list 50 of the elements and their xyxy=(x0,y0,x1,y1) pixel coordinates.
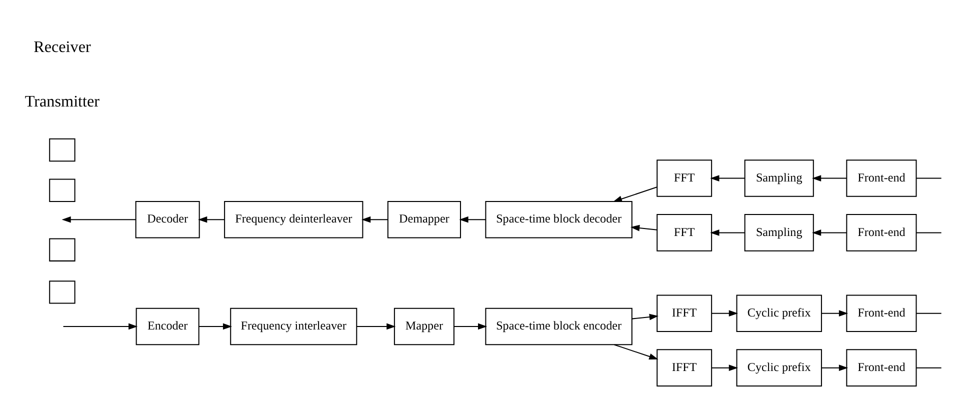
arrow xyxy=(198,216,224,223)
connector xyxy=(916,232,941,234)
node-box xyxy=(48,138,75,162)
arrow xyxy=(61,216,136,223)
label: Transmitter xyxy=(24,93,100,110)
arrow xyxy=(458,216,486,223)
node-box: Front-end xyxy=(846,214,916,252)
node-box: Sampling xyxy=(744,214,814,252)
arrow xyxy=(821,364,848,371)
arrow xyxy=(630,224,657,232)
arrow xyxy=(812,175,846,182)
arrow xyxy=(711,364,738,371)
node-box: Space-time block encoder xyxy=(484,308,632,346)
node-box: Encoder xyxy=(135,308,199,346)
node-box: Mapper xyxy=(393,308,454,346)
node-box: Space-time block decoder xyxy=(484,200,632,238)
arrow xyxy=(198,323,232,330)
arrow xyxy=(631,314,658,320)
connector xyxy=(916,367,941,368)
arrow xyxy=(812,230,846,236)
node-box: Decoder xyxy=(134,200,200,238)
node-box: IFFT xyxy=(656,349,712,386)
connector xyxy=(916,178,941,179)
node-box: Front-end xyxy=(846,160,916,197)
arrow xyxy=(361,216,388,223)
node-box: Cyclic prefix xyxy=(736,349,822,386)
arrow xyxy=(710,175,744,182)
node-box: Demapper xyxy=(386,200,460,238)
arrow xyxy=(62,323,138,330)
connector xyxy=(916,312,941,314)
node-box: Frequency deinterleaver xyxy=(224,200,363,238)
arrow xyxy=(614,344,658,360)
node-box: Cyclic prefix xyxy=(736,294,822,332)
arrow xyxy=(821,310,848,317)
node-box xyxy=(48,178,75,202)
node-box xyxy=(48,280,75,304)
node-box xyxy=(48,238,75,262)
arrow xyxy=(453,323,487,330)
node-box: Frequency interleaver xyxy=(230,308,357,346)
node-box: Front-end xyxy=(846,349,916,386)
node-box: FFT xyxy=(656,160,712,197)
arrow xyxy=(612,186,656,202)
arrow xyxy=(356,323,396,330)
arrow xyxy=(710,230,744,236)
node-box: IFFT xyxy=(656,294,712,332)
node-box: FFT xyxy=(656,214,712,252)
arrow xyxy=(711,310,738,317)
label: Receiver xyxy=(33,39,90,56)
node-box: Sampling xyxy=(744,160,814,197)
node-box: Front-end xyxy=(846,294,916,332)
